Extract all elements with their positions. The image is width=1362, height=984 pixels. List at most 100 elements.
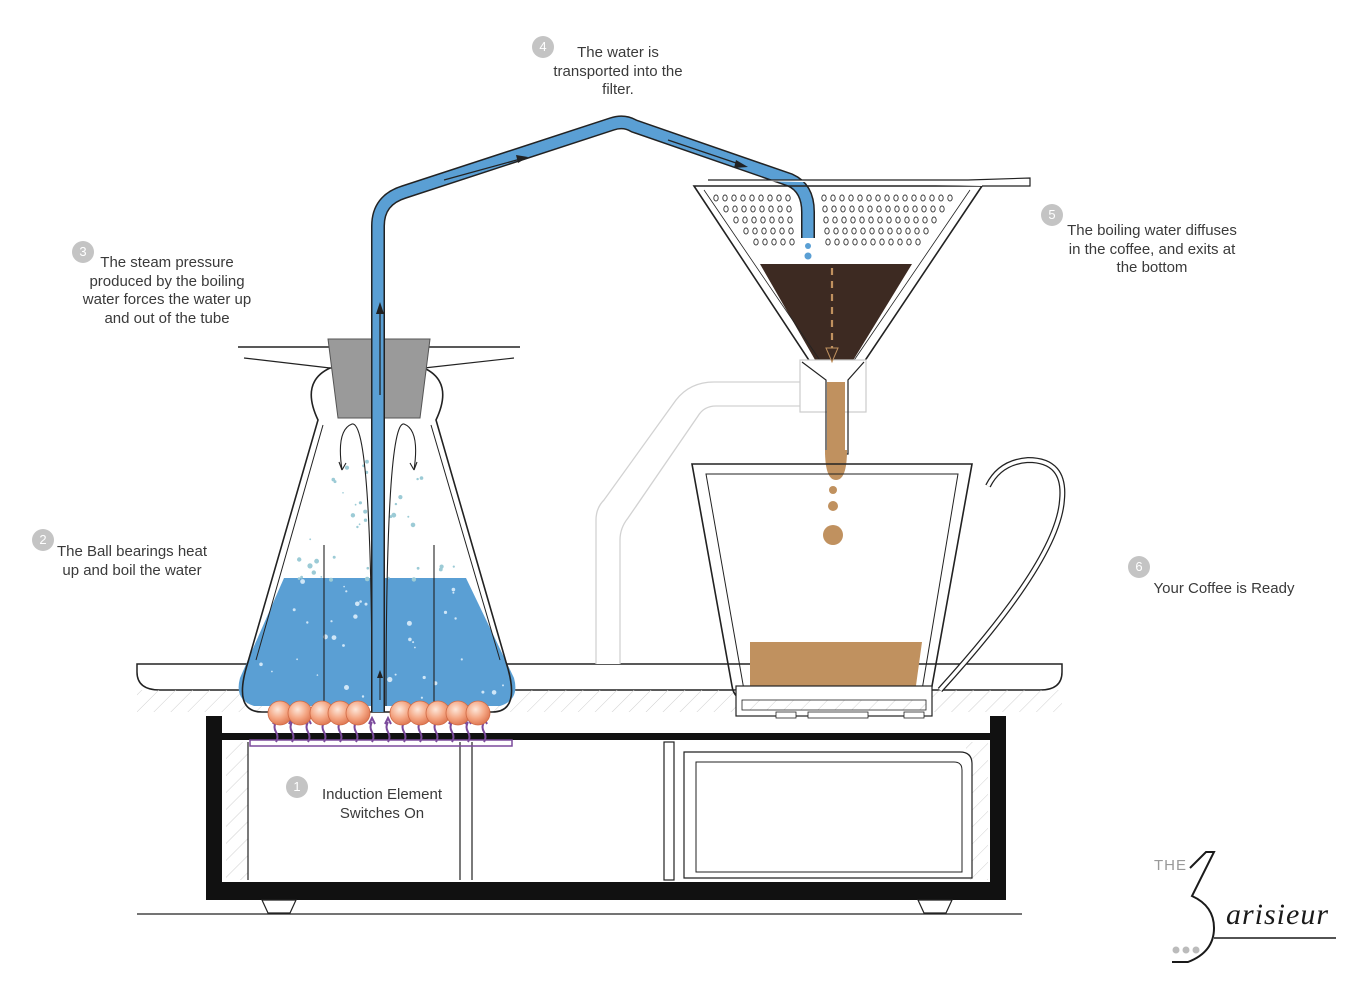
filter-hole xyxy=(830,194,836,202)
step-1-label: Induction Element Switches On xyxy=(321,786,443,822)
filter-hole xyxy=(789,238,795,246)
filter-hole xyxy=(785,194,791,202)
heat-arrow-icon xyxy=(384,715,392,725)
bubble xyxy=(320,576,323,578)
coffee-filter xyxy=(692,177,1031,545)
filter-hole xyxy=(902,194,908,202)
filter-hole xyxy=(840,205,846,213)
bubble xyxy=(419,476,424,480)
filter-hole xyxy=(896,227,902,235)
bubble xyxy=(454,617,457,620)
bubble xyxy=(356,525,359,529)
filter-hole xyxy=(825,238,831,246)
bubble xyxy=(364,576,370,582)
filter-hole xyxy=(921,205,927,213)
bubble xyxy=(452,565,455,568)
bubble xyxy=(300,575,303,579)
filter-hole xyxy=(850,216,856,224)
filter-hole xyxy=(742,216,748,224)
bubble xyxy=(460,658,463,661)
filter-hole xyxy=(723,205,729,213)
bubble xyxy=(358,501,362,505)
bubble xyxy=(502,684,504,687)
filter-hole xyxy=(879,238,885,246)
step-3-badge: 3 xyxy=(72,241,94,263)
filter-hole xyxy=(923,227,929,235)
bubble xyxy=(408,637,412,642)
filter-hole xyxy=(842,227,848,235)
bubble xyxy=(309,538,312,541)
bubble xyxy=(297,557,302,562)
filter-hole xyxy=(741,205,747,213)
water-tube xyxy=(371,115,815,712)
step-6-label: Your Coffee is Ready xyxy=(1153,580,1295,597)
bubble xyxy=(416,477,419,481)
heat-wave-icon xyxy=(385,721,391,743)
bubble xyxy=(292,608,296,612)
filter-hole xyxy=(894,205,900,213)
filter-hole xyxy=(824,227,830,235)
filter-hole xyxy=(769,216,775,224)
bubble xyxy=(422,675,426,680)
bubble xyxy=(331,635,337,640)
step-6-badge: 6 xyxy=(1128,556,1150,578)
bubble xyxy=(332,555,336,559)
filter-hole xyxy=(771,238,777,246)
bubble xyxy=(297,577,301,580)
bubble xyxy=(366,566,370,570)
filter-hole xyxy=(886,216,892,224)
step-2-badge: 2 xyxy=(32,529,54,551)
bubble xyxy=(345,590,348,593)
filter-hole xyxy=(939,205,945,213)
filter-hole xyxy=(749,194,755,202)
arrow-right-icon xyxy=(443,139,748,181)
heat-wave-icon xyxy=(369,721,375,743)
filter-hole xyxy=(861,238,867,246)
filter-hole xyxy=(848,194,854,202)
filter-hole xyxy=(751,216,757,224)
filter-hole xyxy=(843,238,849,246)
filter-hole xyxy=(758,194,764,202)
filter-hole xyxy=(786,205,792,213)
bubble xyxy=(364,602,368,606)
filter-hole xyxy=(832,216,838,224)
bubble xyxy=(353,614,358,619)
bubble xyxy=(394,502,398,506)
filter-hole xyxy=(822,205,828,213)
filter-hole xyxy=(947,194,953,202)
bubble xyxy=(329,577,333,582)
filter-hole xyxy=(895,216,901,224)
filter-hole xyxy=(888,238,894,246)
filter-hole xyxy=(938,194,944,202)
bubble xyxy=(481,690,485,694)
filter-hole xyxy=(869,227,875,235)
heat-wave-icon xyxy=(273,721,279,743)
filter-hole xyxy=(776,194,782,202)
step-2-label: The Ball bearings heat up and boil the w… xyxy=(56,543,208,579)
bubble xyxy=(452,591,455,594)
step-3-label: The steam pressure produced by the boili… xyxy=(82,254,252,327)
bubble xyxy=(416,566,420,570)
filter-hole xyxy=(884,194,890,202)
bubble xyxy=(361,695,365,698)
bubble xyxy=(344,685,349,690)
heat-arrow-icon xyxy=(368,715,376,725)
logo-prefix: THE xyxy=(1154,857,1187,874)
filter-hole xyxy=(875,194,881,202)
filter-hole xyxy=(912,205,918,213)
ball-bearing xyxy=(287,700,313,726)
bubble xyxy=(387,576,390,579)
filter-hole xyxy=(887,227,893,235)
filter-hole xyxy=(753,238,759,246)
bubble xyxy=(411,577,417,582)
filter-hole xyxy=(777,205,783,213)
bubble xyxy=(363,518,368,522)
filter-hole xyxy=(732,205,738,213)
filter-hole xyxy=(870,238,876,246)
step-4-badge: 4 xyxy=(532,36,554,58)
filter-hole xyxy=(778,216,784,224)
bubble xyxy=(398,495,403,500)
stand-arm xyxy=(595,381,813,664)
bubble xyxy=(407,515,410,518)
filter-hole xyxy=(878,227,884,235)
